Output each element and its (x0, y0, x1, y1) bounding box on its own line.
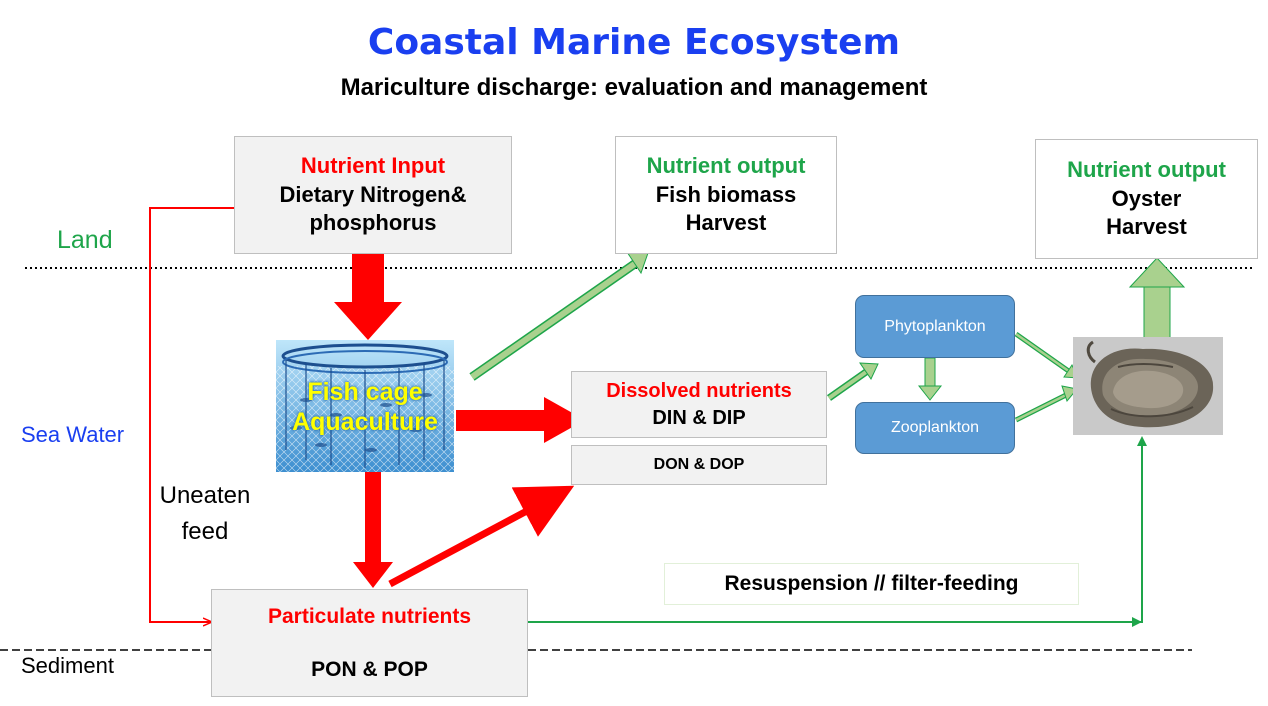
resuspension-box: Resuspension // filter-feeding (664, 563, 1079, 605)
nutrient-input-line2: phosphorus (309, 210, 437, 236)
zooplankton-box: Zooplankton (855, 402, 1015, 454)
sediment-label: Sediment (21, 653, 114, 678)
fish-output-line2: Harvest (685, 210, 767, 236)
input-to-cage-arrow (334, 252, 402, 340)
nutrient-input-box: Nutrient Input Dietary Nitrogen& phospho… (234, 136, 512, 254)
nutrient-input-line1: Dietary Nitrogen& (279, 181, 467, 207)
fish-cage-image (276, 340, 454, 472)
cage-to-particulate-arrow (353, 472, 393, 588)
nutrient-input-heading: Nutrient Input (300, 153, 446, 179)
don-dop-box: DON & DOP (571, 445, 827, 485)
resuspension-label: Resuspension // filter-feeding (724, 572, 1019, 596)
oyster-output-line2: Harvest (1106, 214, 1187, 240)
don-dop-label: DON & DOP (653, 455, 745, 473)
oyster-output-line1: Oyster (1111, 185, 1182, 211)
fish-cage-label: Fish cage Aquaculture (276, 378, 454, 437)
oyster-to-output-arrow (1128, 257, 1186, 339)
zoo-to-oyster-arrow (1014, 385, 1078, 423)
phyto-to-zoo-arrow (917, 357, 943, 401)
dissolved-line1: DIN & DIP (652, 406, 746, 429)
particulate-heading: Particulate nutrients (267, 604, 472, 628)
fish-output-line1: Fish biomass (655, 181, 797, 207)
dissolved-to-phyto-arrow (826, 362, 879, 401)
diagram-subtitle: Mariculture discharge: evaluation and ma… (340, 74, 928, 101)
fish-cage-line2: Aquaculture (292, 407, 438, 436)
fish-output-heading: Nutrient output (646, 153, 806, 179)
phyto-to-oyster-arrow (1014, 331, 1079, 379)
land-label: Land (57, 226, 113, 254)
uneaten-label-line1: Uneaten (159, 482, 251, 509)
sea-water-label: Sea Water (21, 422, 125, 447)
particulate-line1: PON & POP (311, 657, 428, 681)
oyster-image (1073, 337, 1223, 435)
diagram-title: Coastal Marine Ecosystem (367, 22, 901, 63)
phytoplankton-box: Phytoplankton (855, 295, 1015, 358)
uneaten-label-line2: feed (181, 518, 229, 545)
oyster-output-heading: Nutrient output (1067, 157, 1226, 183)
oyster-output-box: Nutrient output Oyster Harvest (1035, 139, 1258, 259)
uneaten-feed-connector (149, 207, 234, 622)
uneaten-feed-label: Uneaten feed (153, 478, 257, 550)
dissolved-nutrients-box: Dissolved nutrients DIN & DIP (571, 371, 827, 438)
cage-to-dissolved-arrow (456, 397, 585, 443)
dissolved-heading: Dissolved nutrients (606, 379, 792, 402)
phytoplankton-label: Phytoplankton (884, 317, 986, 335)
fish-cage-line1: Fish cage (307, 378, 423, 406)
cage-to-fish-output-arrow (469, 251, 649, 381)
fish-output-box: Nutrient output Fish biomass Harvest (615, 136, 837, 254)
particulate-nutrients-box: Particulate nutrients PON & POP (211, 589, 528, 697)
particulate-to-don-arrow (388, 485, 575, 588)
zooplankton-label: Zooplankton (890, 419, 980, 436)
